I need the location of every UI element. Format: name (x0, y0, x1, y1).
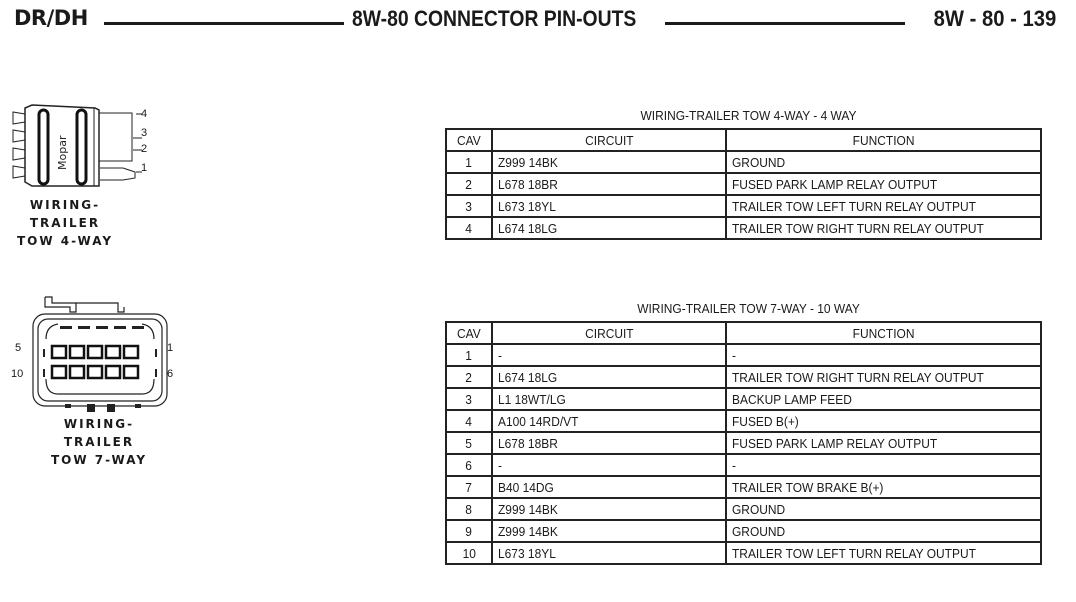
function-cell: GROUND (725, 150, 1042, 174)
page-header: DR/DH 8W-80 CONNECTOR PIN-OUTS 8W - 80 -… (0, 4, 1076, 38)
caption-line: TRAILER (63, 435, 135, 449)
cav-cell: 2 (445, 172, 493, 196)
circuit-cell: - (491, 343, 727, 367)
circuit-cell: Z999 14BK (491, 519, 727, 543)
circuit-cell: L673 18YL (491, 194, 727, 218)
function-cell: FUSED PARK LAMP RELAY OUTPUT (725, 431, 1042, 455)
column-header-circuit: CIRCUIT (491, 321, 727, 345)
cav-cell: 9 (445, 519, 493, 543)
pin-label-1: 1 (167, 342, 174, 354)
caption-line: TOW 4-WAY (16, 234, 114, 248)
circuit-cell: - (491, 453, 727, 477)
table-header-row: CAV CIRCUIT FUNCTION (445, 321, 1042, 345)
circuit-cell: A100 14RD/VT (491, 409, 727, 433)
function-cell: - (725, 343, 1042, 367)
function-cell: - (725, 453, 1042, 477)
circuit-cell: L678 18BR (491, 172, 727, 196)
connector-7way-icon (32, 296, 168, 412)
table-row: 6-- (445, 453, 1042, 477)
column-header-circuit: CIRCUIT (491, 128, 727, 152)
connector-7way-diagram: 5 1 10 6 (10, 294, 185, 412)
cav-cell: 3 (445, 387, 493, 411)
model-code: DR/DH (14, 6, 88, 30)
column-header-function: FUNCTION (725, 128, 1042, 152)
caption-line: WIRING- (63, 417, 135, 431)
connector-4way-diagram: Mopar 4 3 2 1 (10, 100, 160, 190)
cav-cell: 10 (445, 541, 493, 565)
cav-cell: 3 (445, 194, 493, 218)
cav-cell: 6 (445, 453, 493, 477)
brand-label: Mopar (56, 135, 69, 170)
pin-label-6: 6 (167, 368, 174, 380)
function-cell: FUSED B(+) (725, 409, 1042, 433)
pin-label-3: 3 (141, 127, 148, 139)
function-cell: TRAILER TOW LEFT TURN RELAY OUTPUT (725, 541, 1042, 565)
pin-label-2: 2 (141, 143, 148, 155)
cav-cell: 2 (445, 365, 493, 389)
table-row: 1-- (445, 343, 1042, 367)
function-cell: GROUND (725, 519, 1042, 543)
cav-cell: 4 (445, 216, 493, 240)
pin-label-1: 1 (141, 162, 148, 174)
function-cell: BACKUP LAMP FEED (725, 387, 1042, 411)
circuit-cell: L674 18LG (491, 365, 727, 389)
cav-cell: 4 (445, 409, 493, 433)
table-4way-title: WIRING-TRAILER TOW 4-WAY - 4 WAY (640, 108, 857, 123)
connector-4way-icon: Mopar (12, 104, 142, 187)
pin-label-4: 4 (141, 108, 148, 120)
function-cell: TRAILER TOW LEFT TURN RELAY OUTPUT (725, 194, 1042, 218)
header-rule-right (665, 22, 905, 25)
caption-line: TOW 7-WAY (50, 453, 148, 467)
function-cell: TRAILER TOW RIGHT TURN RELAY OUTPUT (725, 216, 1042, 240)
circuit-cell: L1 18WT/LG (491, 387, 727, 411)
connector-4way-caption: WIRING- TRAILER TOW 4-WAY (10, 196, 120, 250)
function-cell: TRAILER TOW BRAKE B(+) (725, 475, 1042, 499)
circuit-cell: B40 14DG (491, 475, 727, 499)
cav-cell: 8 (445, 497, 493, 521)
table-header-row: CAV CIRCUIT FUNCTION (445, 128, 1042, 152)
circuit-cell: Z999 14BK (491, 497, 727, 521)
column-header-function: FUNCTION (725, 321, 1042, 345)
pin-label-10: 10 (11, 368, 24, 380)
caption-line: WIRING- (29, 198, 101, 212)
header-rule-left (104, 22, 344, 25)
caption-line: TRAILER (29, 216, 101, 230)
page-title: 8W-80 CONNECTOR PIN-OUTS (352, 6, 637, 31)
column-header-cav: CAV (445, 128, 493, 152)
cav-cell: 1 (445, 150, 493, 174)
table-7way-title: WIRING-TRAILER TOW 7-WAY - 10 WAY (637, 301, 860, 316)
cav-cell: 1 (445, 343, 493, 367)
circuit-cell: Z999 14BK (491, 150, 727, 174)
function-cell: GROUND (725, 497, 1042, 521)
connector-7way-caption: WIRING- TRAILER TOW 7-WAY (44, 415, 154, 469)
circuit-cell: L678 18BR (491, 431, 727, 455)
pin-label-5: 5 (15, 342, 22, 354)
function-cell: TRAILER TOW RIGHT TURN RELAY OUTPUT (725, 365, 1042, 389)
cav-cell: 5 (445, 431, 493, 455)
column-header-cav: CAV (445, 321, 493, 345)
function-cell: FUSED PARK LAMP RELAY OUTPUT (725, 172, 1042, 196)
circuit-cell: L674 18LG (491, 216, 727, 240)
circuit-cell: L673 18YL (491, 541, 727, 565)
page-number: 8W - 80 - 139 (933, 6, 1056, 31)
cav-cell: 7 (445, 475, 493, 499)
